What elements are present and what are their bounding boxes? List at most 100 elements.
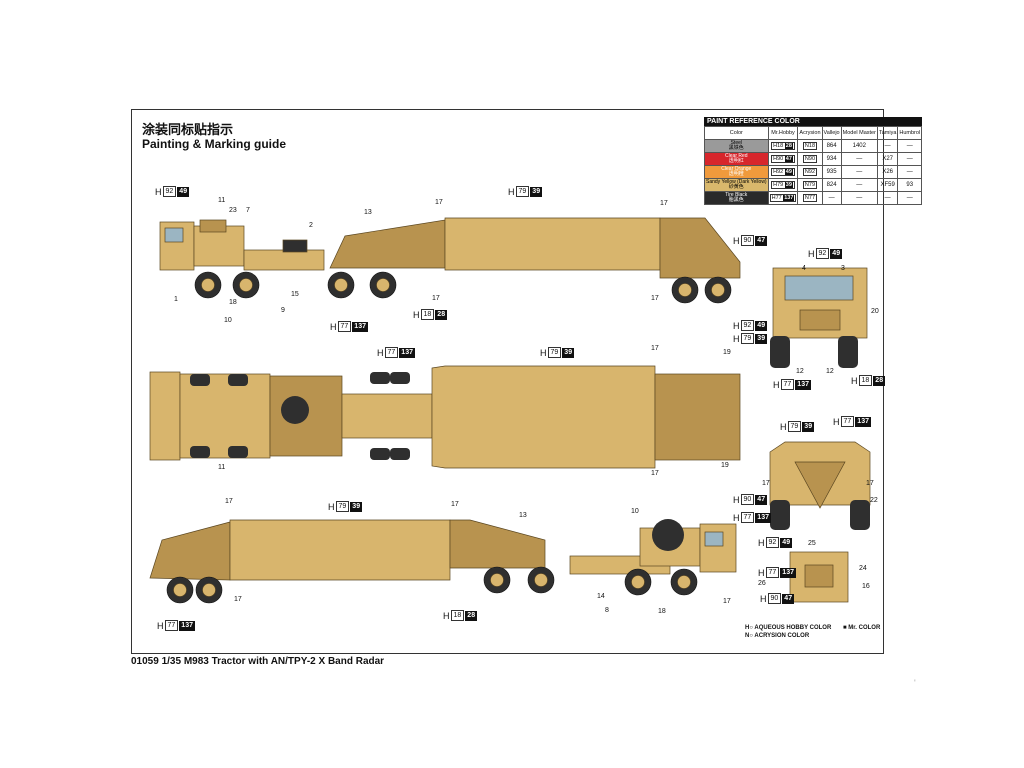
callout-hobby-number: 77 (765, 567, 780, 578)
paint-color-cn: 胎黑色 (728, 197, 744, 203)
wheel-hub (534, 573, 548, 587)
callout-mr-code: 28 (873, 375, 886, 386)
part-number: 9 (281, 307, 285, 314)
part-number: 4 (802, 265, 806, 272)
callout-hobby-number: 18 (450, 610, 465, 621)
callout-mr-code: 39 (562, 347, 575, 358)
callout-mr-code: 47 (782, 593, 795, 604)
detail-inset (804, 564, 834, 588)
wheel-hub (334, 278, 348, 292)
paint-color-cn: 透明橙 (728, 171, 744, 177)
col-tamiya: Tamiya (876, 126, 899, 140)
part-number: 14 (597, 593, 605, 600)
paint-color-cn: 黑铁色 (728, 145, 744, 151)
wheel-hub (678, 283, 692, 297)
legend-hobby: H○ AQUEOUS HOBBY COLOR (745, 625, 832, 631)
front-tire (770, 336, 790, 368)
part-number: 26 (758, 580, 766, 587)
callout-mr-code: 137 (795, 379, 811, 390)
cab-window (164, 227, 184, 243)
part-number: 17 (225, 498, 233, 505)
side2-cab (699, 523, 737, 573)
part-number: 17 (762, 480, 770, 487)
top-radar-shelter (431, 365, 656, 469)
part-number: 17 (723, 598, 731, 605)
part-number: 11 (218, 464, 226, 471)
top-cab (149, 371, 181, 461)
rear-ramp (794, 461, 846, 509)
part-number: 17 (651, 470, 659, 477)
paint-color-cn: 砂黄色 (728, 184, 744, 190)
side2-cab-window (704, 531, 724, 547)
paint-reference-table: PAINT REFERENCE COLOR Color Mr.Hobby Acr… (704, 117, 923, 205)
callout-mr-code: 137 (855, 416, 871, 427)
callout-hobby-number: 92 (162, 186, 177, 197)
part-number: 24 (859, 565, 867, 572)
paint-color-cn: 透明红 (728, 158, 744, 164)
spare-tire-mount (199, 219, 227, 233)
part-number: 16 (862, 583, 870, 590)
callout-mr-code: 137 (352, 321, 368, 332)
wheel-hub (202, 583, 216, 597)
callout-mr-code: 47 (755, 494, 768, 505)
radar-shelter (444, 217, 661, 271)
part-number: 17 (660, 200, 668, 207)
top-spare-tire (281, 396, 309, 424)
paint-tamiya: — (876, 139, 899, 153)
wheel-hub (677, 575, 691, 589)
callout-hobby-number: 18 (420, 309, 435, 320)
trailer-gooseneck (329, 219, 446, 269)
wheel-hub (376, 278, 390, 292)
paint-tamiya: X27 (876, 152, 899, 166)
part-number: 10 (224, 317, 232, 324)
truck-chassis (243, 249, 325, 271)
paint-color-swatch: Sandy Yellow (Dark Yellow)砂黄色 (704, 178, 769, 192)
wheel-hub (711, 283, 725, 297)
part-number: 1 (174, 296, 178, 303)
title-english: Painting & Marking guide (142, 137, 287, 151)
part-number: 18 (229, 299, 237, 306)
wheel-hub (239, 278, 253, 292)
callout-mr-code: 28 (465, 610, 478, 621)
part-number: 2 (309, 222, 313, 229)
rear-tire (770, 500, 790, 530)
top-tire (190, 446, 210, 458)
wheel-hub (173, 583, 187, 597)
part-number: 13 (519, 512, 527, 519)
part-number: 17 (651, 345, 659, 352)
paint-color-en: Steel (730, 140, 742, 146)
callout-mr-code: 49 (780, 537, 793, 548)
callout-hobby-number: 77 (840, 416, 855, 427)
callout-mr-code: 39 (530, 186, 543, 197)
trailer-rear-ramp (659, 217, 741, 279)
part-number: 13 (364, 209, 372, 216)
part-number: 7 (246, 207, 250, 214)
front-grille (799, 309, 841, 331)
part-number: 19 (723, 349, 731, 356)
part-number: 17 (432, 295, 440, 302)
title-chinese: 涂装同标贴指示 (142, 123, 234, 138)
front-windshield (784, 275, 854, 301)
callout-hobby-number: 79 (515, 186, 530, 197)
top-tire (228, 374, 248, 386)
callout-mr-code: 39 (802, 421, 815, 432)
callout-hobby-number: 90 (767, 593, 782, 604)
